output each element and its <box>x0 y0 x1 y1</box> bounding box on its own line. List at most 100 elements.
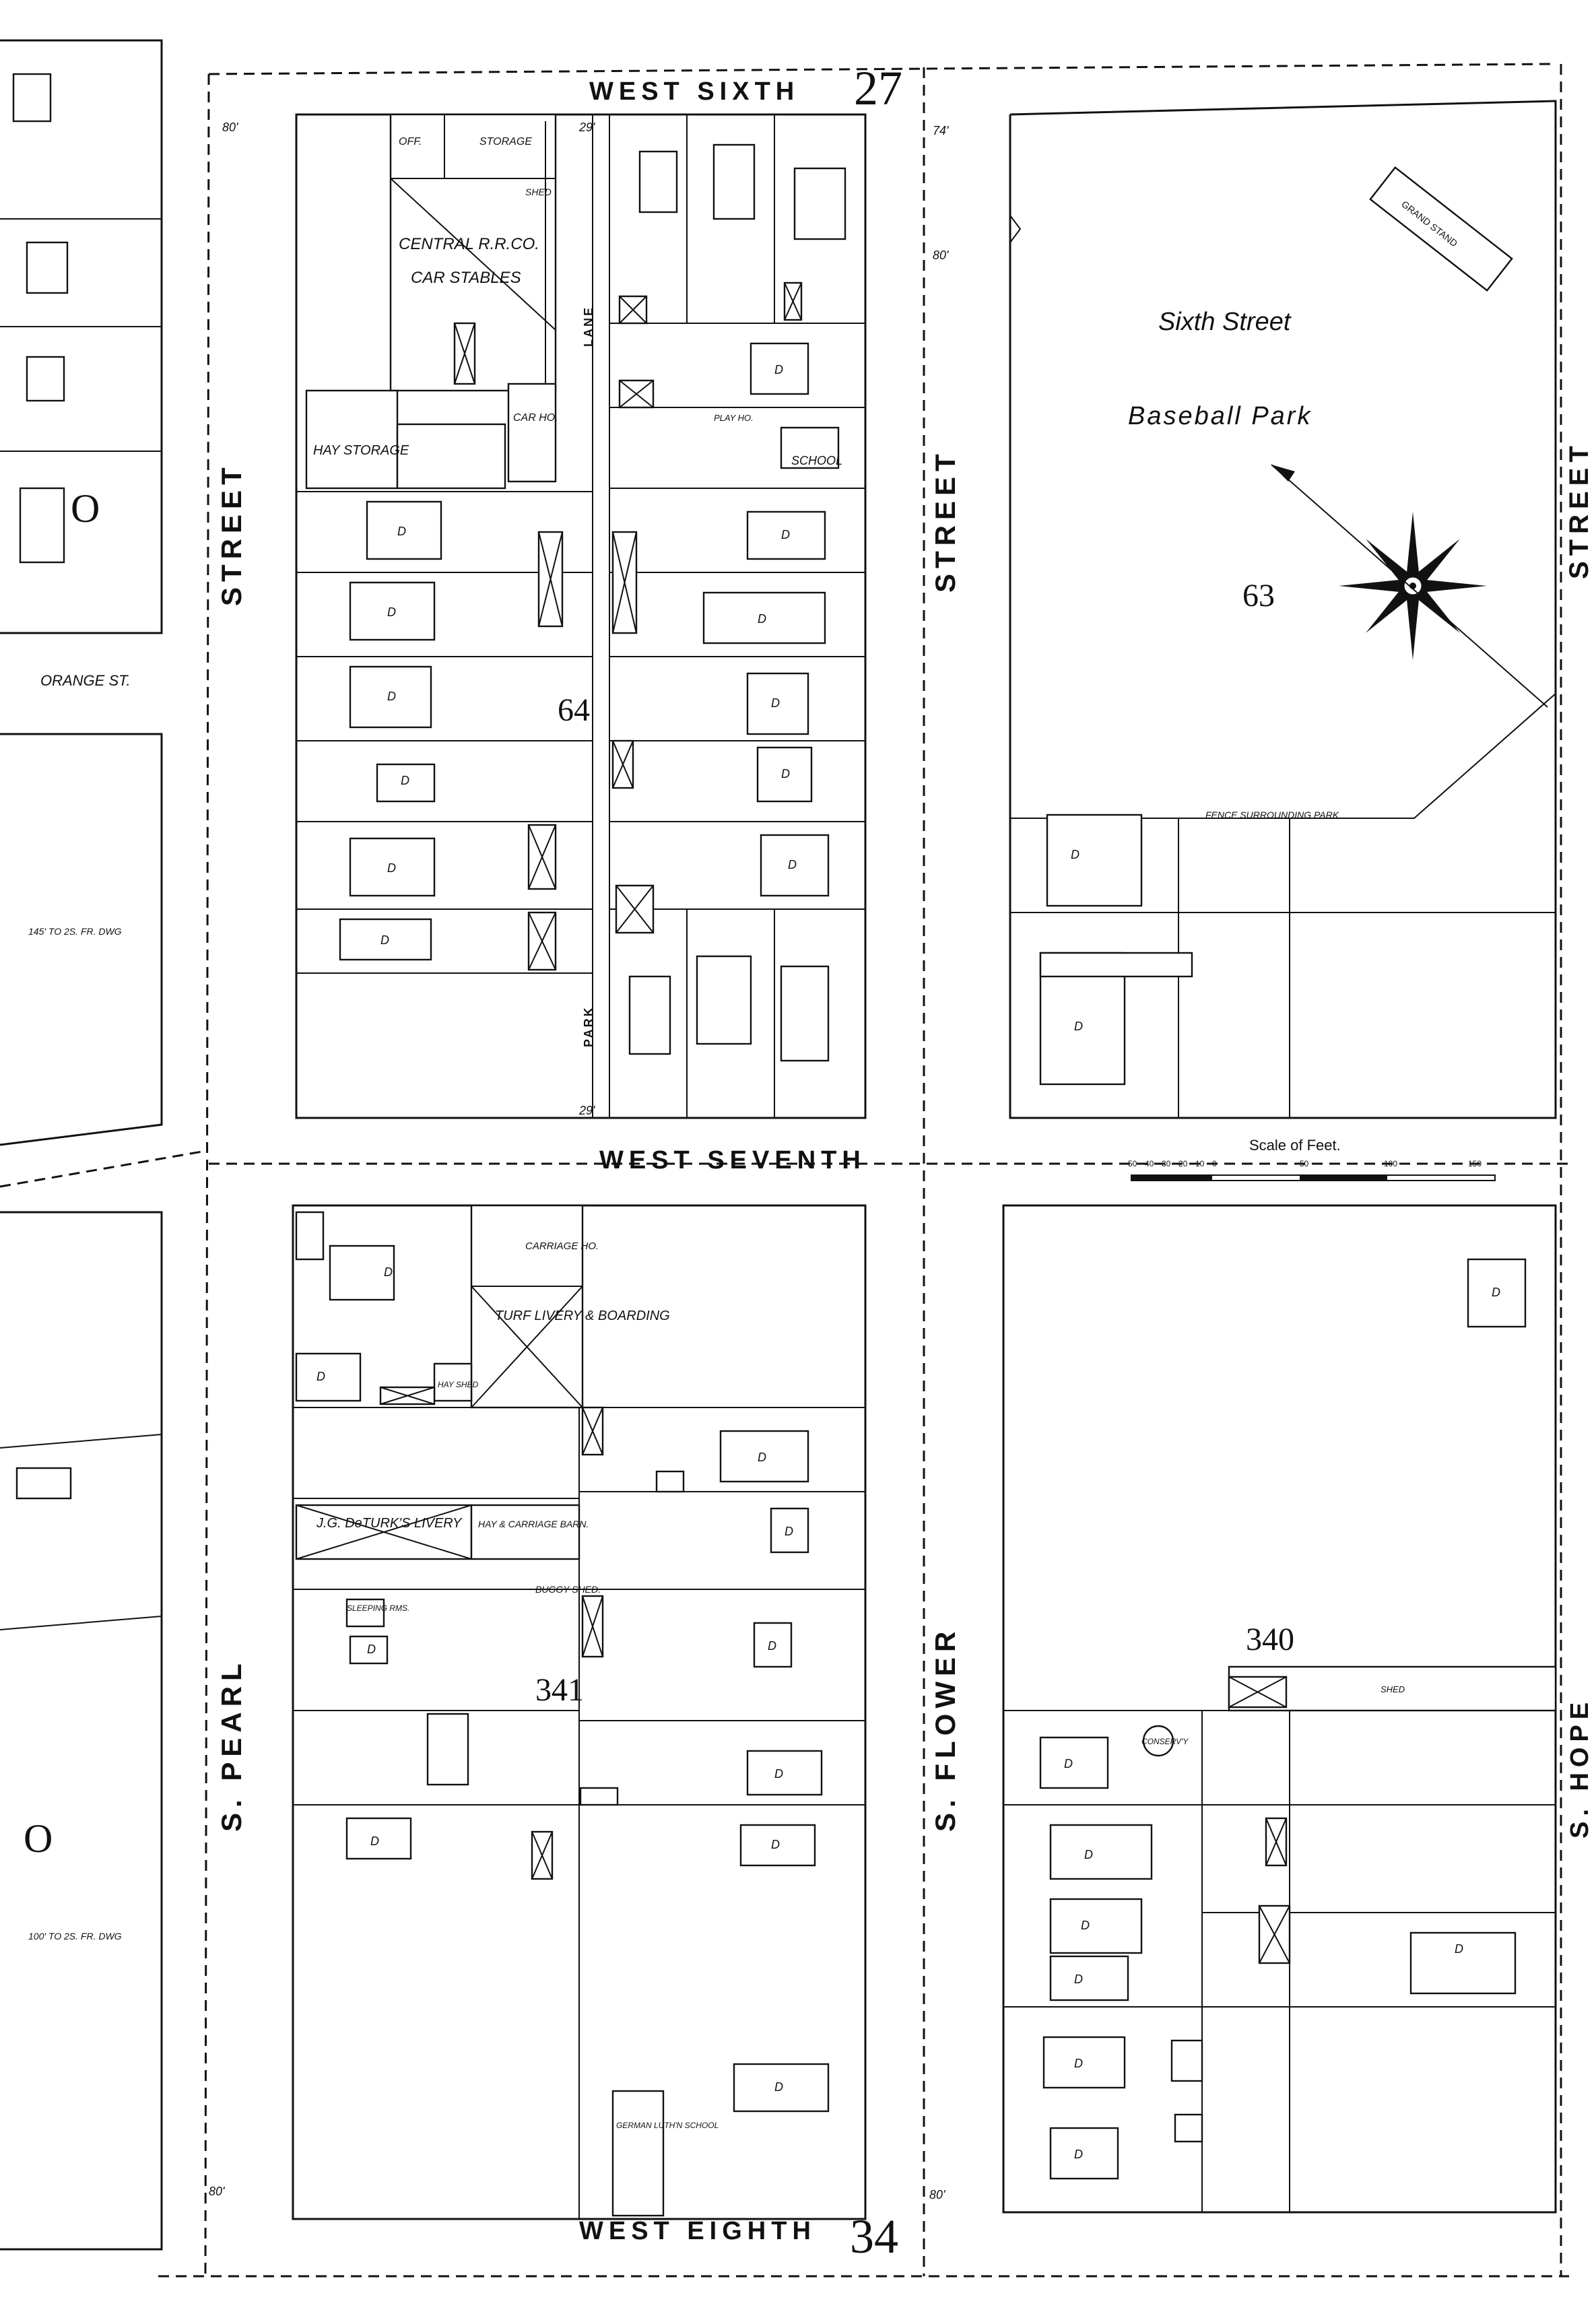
dwelling-mark: D <box>370 1834 379 1848</box>
street-label-left-upper: STREET <box>215 462 247 606</box>
street-label-mid-upper: STREET <box>929 449 961 593</box>
block-64 <box>295 113 867 1119</box>
label-office: OFF. <box>399 136 422 147</box>
dwelling-mark: D <box>1064 1757 1073 1770</box>
street-centerlines <box>0 63 1569 2278</box>
dimension: 80' <box>933 248 949 262</box>
dimension: 74' <box>933 124 949 137</box>
dimension-labels: 80' 74' 80' 29' 29' 80' 80' <box>209 121 949 2201</box>
dwelling-mark: D <box>771 696 780 710</box>
dwelling-mark: D <box>1492 1286 1500 1299</box>
label-central-rr: CENTRAL R.R.CO. <box>399 235 539 253</box>
dimension: 80' <box>209 2185 225 2198</box>
label-buggy-shed: BUGGY SHED. <box>535 1584 601 1595</box>
dwelling-mark: D <box>768 1639 776 1653</box>
dwelling-mark: D <box>788 858 797 871</box>
building-labels: CENTRAL R.R.CO. CAR STABLES HAY STORAGE … <box>28 136 1459 2130</box>
dwelling-mark: D <box>785 1525 793 1538</box>
block-number-64: 64 <box>558 692 590 728</box>
block-341 <box>292 1204 867 2220</box>
block-340 <box>1002 1204 1557 2214</box>
scale-tick: 50 <box>1300 1159 1309 1168</box>
street-label-orange: ORANGE ST. <box>40 672 131 689</box>
label-shed-right: SHED <box>1381 1684 1405 1694</box>
dwelling-mark: D <box>387 690 396 703</box>
street-labels: WEST SIXTH WEST SEVENTH WEST EIGHTH STRE… <box>40 77 1594 2245</box>
street-label-west-seventh: WEST SEVENTH <box>599 1146 866 1174</box>
block-63 <box>1009 100 1557 1119</box>
dwelling-mark: D <box>387 861 396 875</box>
dwelling-mark: D <box>317 1370 325 1383</box>
scale-tick: 150 <box>1468 1159 1482 1168</box>
street-label-west-eighth: WEST EIGHTH <box>579 2217 816 2245</box>
label-hay-shed: HAY SHED <box>438 1380 479 1389</box>
street-label-s-pearl: S. PEARL <box>215 1658 247 1832</box>
dwelling-mark: D <box>387 605 396 619</box>
compass-rose-icon <box>1271 464 1548 708</box>
label-shed-top: SHED <box>525 187 552 197</box>
scale-bar <box>1131 1174 1496 1181</box>
dwelling-mark: D <box>774 363 783 376</box>
dwelling-mark: D <box>781 528 790 541</box>
label-school-top: SCHOOL <box>791 454 842 467</box>
label-hay-storage: HAY STORAGE <box>313 443 409 458</box>
left-edge-blocks <box>0 39 163 2251</box>
dwelling-mark: D <box>1074 1973 1083 1986</box>
label-conservy: CONSERV'Y <box>1141 1737 1189 1746</box>
scale-tick: 50 <box>1128 1159 1137 1168</box>
dwelling-mark: D <box>774 2080 783 2094</box>
label-turf-livery: TURF LIVERY & BOARDING <box>495 1308 670 1323</box>
label-hay-carriage: HAY & CARRIAGE BARN. <box>478 1519 589 1529</box>
scale-tick: 0 <box>1212 1159 1217 1168</box>
dwelling-mark: D <box>397 525 406 538</box>
dwelling-mark: D <box>771 1838 780 1851</box>
scale-tick: 40 <box>1145 1159 1154 1168</box>
label-park-name-2: Baseball Park <box>1128 402 1312 430</box>
lane-label: LANE <box>582 306 595 347</box>
label-dwg-note-2: 100' TO 2S. FR. DWG <box>28 1931 122 1942</box>
label-park-name-1: Sixth Street <box>1158 308 1292 336</box>
label-car-ho: CAR HO. <box>513 412 558 424</box>
dwelling-mark: D <box>1455 1942 1463 1956</box>
scale-ticks: 50 40 30 20 10 0 50 100 150 <box>1128 1159 1482 1168</box>
dwelling-mark: D <box>380 933 389 947</box>
dwelling-mark: D <box>367 1643 376 1656</box>
street-label-s-hope: S. HOPE <box>1566 1697 1594 1838</box>
block-number-left-lower: O <box>24 1816 53 1861</box>
dwelling-mark: D <box>401 774 409 787</box>
dwelling-mark: D <box>758 612 766 626</box>
numbers: 27 34 64 63 341 340 O O <box>24 61 1294 2263</box>
dwelling-mark: D <box>1074 1020 1083 1033</box>
label-play-ho: PLAY HO. <box>714 413 754 423</box>
dimension: 29' <box>578 121 595 134</box>
dwelling-mark: D <box>384 1265 393 1279</box>
label-carriage-ho: CARRIAGE HO. <box>525 1240 599 1252</box>
sheet-number-bottom: 34 <box>850 2210 898 2263</box>
label-fence: FENCE SURROUNDING PARK <box>1205 809 1339 820</box>
block-number-left-upper: O <box>71 486 100 531</box>
label-storage: STORAGE <box>479 136 532 147</box>
street-label-west-sixth: WEST SIXTH <box>589 77 799 106</box>
block-number-340: 340 <box>1246 1622 1294 1657</box>
label-car-stables: CAR STABLES <box>411 269 521 287</box>
dwelling-mark: D <box>1081 1919 1090 1932</box>
dwelling-mark: D <box>1074 2148 1083 2161</box>
dwelling-marks: D D D D D D D D D D D D D D D D D D D D … <box>317 363 1500 2161</box>
dwelling-mark: D <box>1074 2057 1083 2070</box>
label-scale: Scale of Feet. <box>1249 1137 1341 1154</box>
dimension: 29' <box>578 1104 595 1117</box>
dwelling-mark: D <box>1071 848 1079 861</box>
label-sleeping-rms: SLEEPING RMS. <box>347 1603 409 1613</box>
block-number-341: 341 <box>535 1672 584 1708</box>
scale-tick: 20 <box>1178 1159 1188 1168</box>
block-number-63: 63 <box>1242 578 1275 614</box>
label-deturk: J.G. DeTURK'S LIVERY <box>316 1516 463 1531</box>
dwelling-mark: D <box>1084 1848 1093 1861</box>
dimension: 80' <box>222 121 238 134</box>
sheet-number-top: 27 <box>854 61 902 115</box>
label-german-school: GERMAN LUTH'N SCHOOL <box>616 2121 719 2130</box>
scale-tick: 10 <box>1195 1159 1205 1168</box>
dwelling-mark: D <box>758 1451 766 1464</box>
dwelling-mark: D <box>774 1767 783 1781</box>
